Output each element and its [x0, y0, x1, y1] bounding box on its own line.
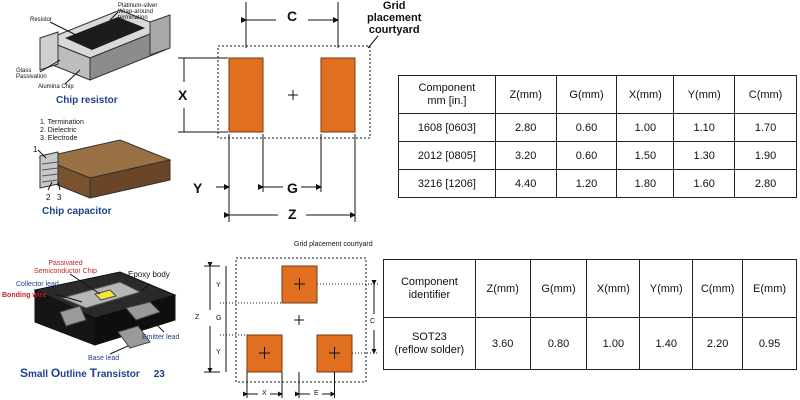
header-z: Z(mm) [474, 259, 531, 318]
sot-dim-x-label: X [262, 390, 267, 397]
table-cell: 0.60 [555, 113, 618, 142]
sot23-land-pattern-diagram [204, 257, 378, 398]
alumina-chip-label: Alumina Chip [38, 84, 74, 90]
table-cell: 2.80 [494, 113, 557, 142]
dim-y-label: Y [193, 180, 203, 196]
bonding-wire-label: Bonding wire [2, 292, 47, 299]
table-cell: 1.60 [673, 169, 736, 198]
table-cell: 3216 [1206] [398, 169, 496, 198]
sot23-dimension-table: Component identifier Z(mm) G(mm) X(mm) Y… [383, 259, 797, 370]
sot-dim-y1-label: Y [216, 282, 221, 289]
table-cell: 4.40 [494, 169, 557, 198]
table-row: SOT23 (reflow solder) 3.60 0.80 1.00 1.4… [383, 317, 797, 370]
header-component: Component mm [in.] [398, 75, 496, 114]
capacitor-marker-1: 1 [33, 145, 38, 154]
table-row: 1608 [0603] 2.80 0.60 1.00 1.10 1.70 [398, 113, 797, 142]
sot-dim-e-label: E [314, 390, 319, 397]
table-cell: 1608 [0603] [398, 113, 496, 142]
dim-z-label: Z [288, 206, 297, 222]
table-cell: 1.00 [616, 113, 675, 142]
pad-right [320, 57, 356, 133]
table-cell: 0.95 [742, 317, 797, 370]
passivated-chip-label: Passivated Semiconductor Chip [34, 260, 98, 275]
capacitor-marker-3: 3 [57, 193, 62, 202]
pad-left [228, 57, 264, 133]
table-header-row: Component identifier Z(mm) G(mm) X(mm) Y… [383, 259, 797, 318]
header-x: X(mm) [586, 259, 641, 318]
header-y: Y(mm) [673, 75, 736, 114]
table-cell: SOT23 (reflow solder) [383, 317, 476, 370]
dim-x-label: X [178, 87, 188, 103]
chip-resistor-caption: Chip resistor [56, 95, 118, 106]
sot-dim-g-label: G [216, 315, 222, 322]
table-cell: 1.50 [616, 141, 675, 170]
sot-courtyard-outline [235, 257, 367, 383]
collector-lead-label: Collector lead [16, 281, 59, 288]
header-y: Y(mm) [639, 259, 694, 318]
table-cell: 1.80 [616, 169, 675, 198]
emitter-lead-label: Emitter lead [142, 334, 180, 341]
table-row: 3216 [1206] 4.40 1.20 1.80 1.60 2.80 [398, 169, 797, 198]
chip-capacitor-illustration [37, 139, 172, 199]
capacitor-marker-2: 2 [46, 193, 51, 202]
header-c: C(mm) [734, 75, 797, 114]
header-c: C(mm) [692, 259, 744, 318]
header-g: G(mm) [529, 259, 588, 318]
chip-resistor-illustration [39, 9, 171, 85]
header-component: Component identifier [383, 259, 476, 318]
epoxy-body-label: Epoxy body [128, 270, 170, 279]
termination-label: Platinum-silver Wrap-around termination [118, 3, 158, 21]
table-cell: 0.60 [555, 141, 618, 170]
resistor-label: Resistor [30, 17, 53, 23]
table-cell: 2.20 [692, 317, 744, 370]
table-cell: 1.40 [639, 317, 694, 370]
table-cell: 1.30 [673, 141, 736, 170]
courtyard-outline [217, 45, 371, 139]
table-cell: 0.80 [529, 317, 588, 370]
chip-land-pattern-diagram [178, 2, 371, 222]
table-cell: 1.10 [673, 113, 736, 142]
chip-capacitor-caption: Chip capacitor [42, 206, 112, 217]
table-cell: 1.90 [734, 141, 797, 170]
sot-dim-z-label: Z [195, 314, 200, 321]
table-header-row: Component mm [in.] Z(mm) G(mm) X(mm) Y(m… [398, 75, 797, 114]
header-e: E(mm) [742, 259, 797, 318]
sot23-illustration [33, 271, 177, 355]
sot-dim-y2-label: Y [216, 349, 221, 356]
table-cell: 3.20 [494, 141, 557, 170]
sot-courtyard-title: Grid placement courtyard [294, 241, 373, 248]
courtyard-leader [367, 35, 379, 49]
header-x: X(mm) [616, 75, 675, 114]
base-lead-label: Base lead [88, 355, 120, 362]
table-row: 2012 [0805] 3.20 0.60 1.50 1.30 1.90 [398, 141, 797, 170]
table-cell: 2.80 [734, 169, 797, 198]
capacitor-legend: 1. Termination 2. Dielectric 3. Electrod… [40, 119, 84, 142]
chip-dimension-table: Component mm [in.] Z(mm) G(mm) X(mm) Y(m… [398, 75, 797, 198]
table-cell: 1.70 [734, 113, 797, 142]
header-z: Z(mm) [494, 75, 557, 114]
table-cell: 1.20 [555, 169, 618, 198]
dim-g-label: G [287, 180, 298, 196]
table-cell: 1.00 [586, 317, 641, 370]
sot-dim-c-label: C [370, 318, 376, 325]
header-g: G(mm) [555, 75, 618, 114]
glass-passivation-label: Glass Passivation [16, 68, 47, 80]
table-cell: 2012 [0805] [398, 141, 496, 170]
table-cell: 3.60 [474, 317, 531, 370]
dim-c-label: C [287, 8, 298, 24]
grid-courtyard-title: Grid placement courtyard [367, 0, 422, 36]
